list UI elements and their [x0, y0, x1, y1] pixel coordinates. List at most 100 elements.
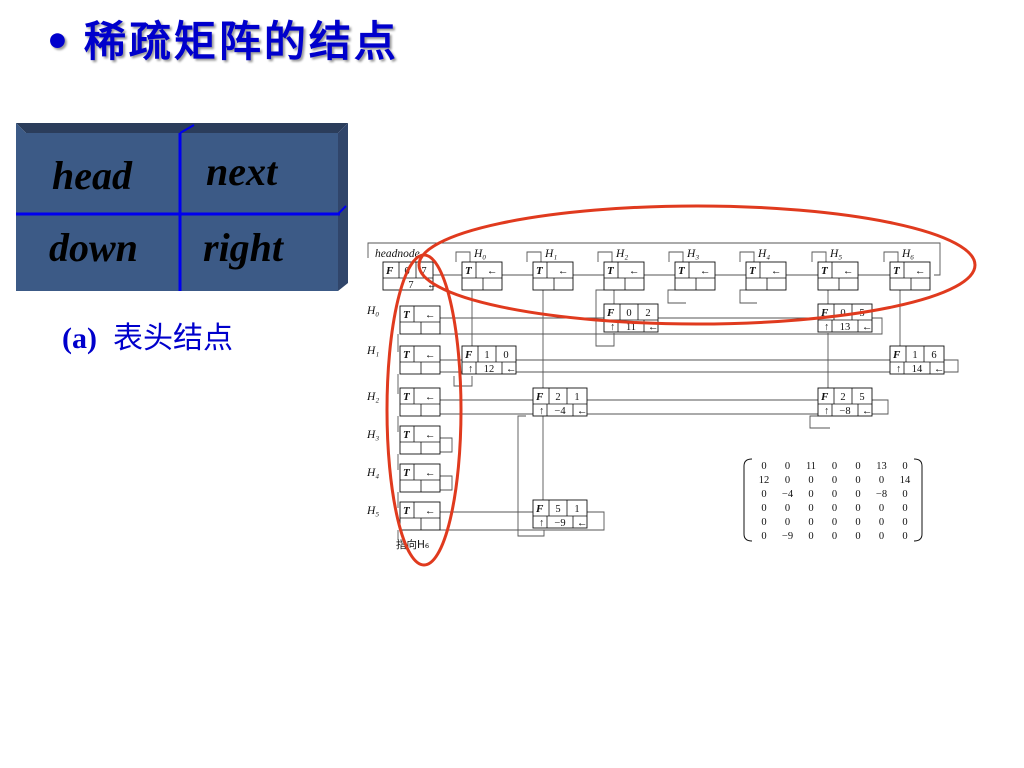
matrix-cell-1-2: 0 — [808, 475, 813, 486]
element-node-3-down-arrow: ↑ — [896, 364, 901, 375]
element-node-0-col: 2 — [645, 308, 650, 319]
col-header-0-tag: T — [465, 265, 473, 277]
col-header-6-right-arrow: ← — [915, 266, 926, 277]
col-header-5-outline — [817, 261, 859, 291]
row-header-4-outline — [399, 463, 441, 493]
row-header-1-outline — [399, 345, 441, 375]
row-header-3-outline — [399, 425, 441, 455]
header-hook-1 — [526, 251, 542, 262]
headnode-count: 7 — [408, 280, 413, 291]
headnode-label: headnode — [375, 248, 420, 260]
matrix-cell-0-2: 11 — [806, 461, 816, 472]
col-header-2-outline — [603, 261, 645, 291]
element-node-3-value: 14 — [912, 364, 923, 375]
element-node-5-value: −8 — [839, 406, 850, 417]
matrix-cell-2-5: −8 — [876, 489, 887, 500]
matrix-cell-0-1: 0 — [785, 461, 790, 472]
element-node-2-down-arrow: ↑ — [468, 364, 473, 375]
matrix-cell-1-5: 0 — [879, 475, 884, 486]
col-header-label-1: H₁ — [544, 248, 557, 260]
matrix-cell-1-0: 12 — [759, 475, 770, 486]
element-node-1-down-arrow: ↑ — [824, 322, 829, 333]
col-header-3-tag: T — [678, 265, 686, 277]
element-node-4-outline — [532, 387, 588, 417]
element-node-1-value: 13 — [840, 322, 851, 333]
element-node-5-tag: F — [820, 391, 829, 403]
element-node-4-right-arrow: ← — [577, 406, 588, 417]
headnode-tag: F — [385, 265, 394, 277]
row5-return — [440, 511, 605, 531]
headnode-loop — [367, 242, 941, 276]
matrix-cell-4-0: 0 — [761, 517, 766, 528]
col2-return — [595, 289, 615, 347]
element-node-5-right-arrow: ← — [862, 406, 873, 417]
header-hook-4 — [739, 251, 755, 262]
col-header-1-outline — [532, 261, 574, 291]
matrix-cell-4-4: 0 — [855, 517, 860, 528]
row3-return — [440, 437, 453, 453]
matrix-cell-2-3: 0 — [832, 489, 837, 500]
element-node-6-row: 5 — [555, 504, 560, 515]
row-header-3-tag: T — [403, 429, 411, 441]
element-node-2-right-arrow: ← — [506, 364, 517, 375]
row-header-0-outline — [399, 305, 441, 335]
matrix-cell-0-5: 13 — [876, 461, 887, 472]
row-header-5-outline — [399, 501, 441, 531]
header-hook-5 — [811, 251, 827, 262]
col-header-2-tag: T — [607, 265, 615, 277]
row-header-4-tag: T — [403, 467, 411, 479]
col-header-label-0: H₀ — [473, 248, 486, 260]
matrix-cell-3-5: 0 — [879, 503, 884, 514]
row-header-4-right-arrow: ← — [425, 468, 436, 479]
element-node-6-col: 1 — [574, 504, 579, 515]
row-header-highlight — [385, 253, 463, 567]
row-header-2-outline — [399, 387, 441, 417]
row1-return — [440, 359, 959, 373]
caption-text: 表头结点 — [112, 321, 233, 356]
element-node-0-right-arrow: ← — [648, 322, 659, 333]
element-node-0-tag: F — [606, 307, 615, 319]
row-header-2-tag: T — [403, 391, 411, 403]
element-node-1-right-arrow: ← — [862, 322, 873, 333]
matrix-cell-2-0: 0 — [761, 489, 766, 500]
highlight-ellipses — [385, 204, 977, 567]
element-node-4-value: −4 — [554, 406, 566, 417]
matrix-cell-0-6: 0 — [902, 461, 907, 472]
header-hook-0 — [455, 251, 471, 262]
element-node-0-down-arrow: ↑ — [610, 322, 615, 333]
title-text: 稀疏矩阵的结点 — [83, 17, 399, 66]
element-node-3-right-arrow: ← — [934, 364, 945, 375]
row-header-5-right-arrow: ← — [425, 506, 436, 517]
matrix-cell-0-0: 0 — [761, 461, 766, 472]
row-header-label-2: H₂ — [366, 391, 379, 403]
matrix-cell-3-2: 0 — [808, 503, 813, 514]
element-node-6-down-arrow: ↑ — [539, 518, 544, 529]
matrix-cell-5-3: 0 — [832, 531, 837, 542]
box-side-face — [338, 123, 348, 291]
header-hook-3 — [668, 251, 684, 262]
element-node-3-tag: F — [892, 349, 901, 361]
element-node-4-row: 2 — [555, 392, 560, 403]
row-header-label-5: H₅ — [366, 505, 379, 517]
title-bullet: • — [44, 17, 74, 66]
box-top-face — [16, 123, 348, 133]
col-header-label-3: H₃ — [686, 248, 699, 260]
col-header-1-tag: T — [536, 265, 544, 277]
matrix-cell-0-3: 0 — [832, 461, 837, 472]
matrix-cell-3-0: 0 — [761, 503, 766, 514]
row-header-1-tag: T — [403, 349, 411, 361]
header-hook-6 — [883, 251, 899, 262]
element-node-5-down-arrow: ↑ — [824, 406, 829, 417]
element-node-1-row: 0 — [840, 308, 845, 319]
element-node-6-outline — [532, 499, 588, 529]
matrix-cell-5-0: 0 — [761, 531, 766, 542]
element-node-5-row: 2 — [840, 392, 845, 403]
matrix-cell-5-1: −9 — [782, 531, 793, 542]
col-header-5-tag: T — [821, 265, 829, 277]
matrix-cell-0-4: 0 — [855, 461, 860, 472]
col-header-0-outline — [461, 261, 503, 291]
